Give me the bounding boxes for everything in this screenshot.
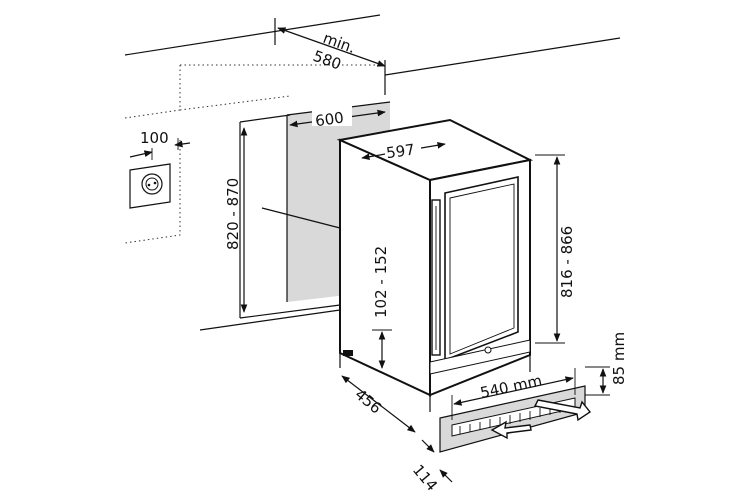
dim-niche-width-value: 600	[314, 108, 345, 130]
airflow-in-arrow-icon	[533, 399, 592, 422]
dim-appliance-depth: 456	[341, 375, 416, 433]
dim-feet-height-value: 102 - 152	[372, 246, 390, 318]
dim-vent-height: 85 mm	[585, 332, 628, 396]
dim-niche-height-value: 820 - 870	[224, 178, 242, 250]
dim-appliance-width-value: 597	[385, 140, 416, 162]
vent-slats	[459, 404, 561, 434]
power-socket-icon	[129, 163, 171, 209]
appliance-body	[336, 118, 534, 412]
dim-feet-height: 102 - 152	[372, 246, 392, 369]
dim-socket-offset: 100	[129, 129, 191, 160]
dim-niche-width: 600	[289, 106, 386, 130]
plinth-vent	[439, 385, 586, 453]
dim-depth-min: min. 580	[277, 27, 386, 74]
airflow-out-arrow-icon	[490, 420, 532, 440]
dim-plinth-offset-value: 114	[409, 461, 441, 495]
dim-appliance-height: 816 - 866	[535, 154, 576, 344]
dim-vent-height-value: 85 mm	[610, 332, 628, 385]
dim-appliance-depth-value: 456	[351, 385, 385, 417]
dim-niche-height: 820 - 870	[224, 127, 248, 313]
dim-appliance-height-value: 816 - 866	[558, 226, 576, 298]
dim-socket-offset-value: 100	[140, 129, 169, 147]
dim-appliance-width: 597	[361, 138, 446, 162]
